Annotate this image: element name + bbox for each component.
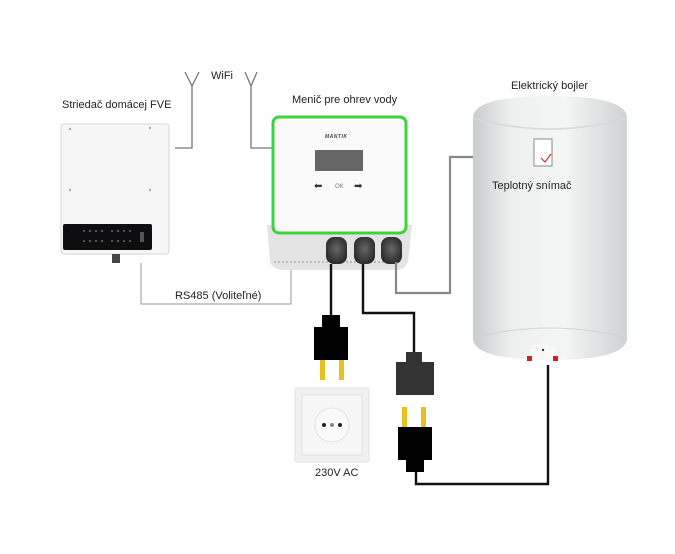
arrow-right-icon: ➡ [354,181,363,192]
power-out-wire [361,264,416,352]
sensor-label: Teplotný snímač [492,180,572,192]
ok-label: OK [335,184,344,190]
socket-label: 230V AC [315,467,359,479]
wifi-antenna-right [244,71,272,149]
rs485-wire [140,263,292,305]
controller-display [315,150,363,171]
cable-glands [326,237,402,264]
wifi-antenna-left [175,71,200,149]
arrow-left-icon: ⬅ [314,181,323,192]
wall-socket [294,387,370,463]
controller-label: Menič pre ohrev vody [292,94,398,106]
plug-socket-side [314,315,348,380]
plug-boiler-side [398,407,432,472]
rs485-label: RS485 (Voliteľné) [175,290,262,302]
boiler-label: Elektrický bojler [511,80,589,92]
inverter-device [60,123,170,263]
brand-logo: MANTIK [325,134,348,140]
boiler-wire [414,365,550,486]
inverter-leds [83,230,144,242]
controller-device [267,115,412,270]
inverter-label: Striedač domácej FVE [62,99,172,111]
boiler-device [472,96,628,361]
wifi-label: WiFi [211,70,233,82]
plug-coupler [396,352,434,395]
